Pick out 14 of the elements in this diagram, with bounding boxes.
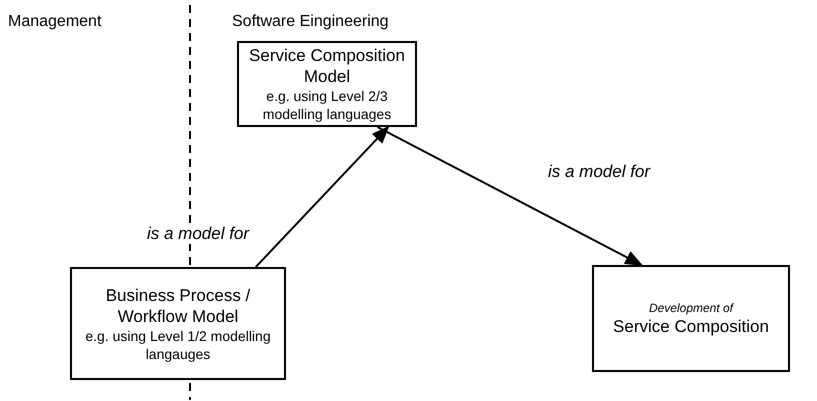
model-box <box>70 267 286 380</box>
arrow <box>376 126 644 266</box>
model-box <box>592 265 790 372</box>
box-caption: e.g. using Level 1/2 modelling langauges <box>84 326 272 362</box>
box-caption: e.g. using Level 2/3 modelling languages <box>262 87 392 123</box>
section-heading: Management <box>8 12 102 32</box>
box-caption: Development of <box>648 300 734 316</box>
model-box <box>237 41 417 127</box>
box-title: Service Composition Model <box>248 45 406 87</box>
arrow <box>255 126 390 268</box>
box-title: Service Composition <box>613 316 769 337</box>
edge-label: is a model for <box>145 224 252 244</box>
box-title: Business Process / Workflow Model <box>104 284 252 326</box>
section-heading: Software Eingineering <box>232 12 389 32</box>
